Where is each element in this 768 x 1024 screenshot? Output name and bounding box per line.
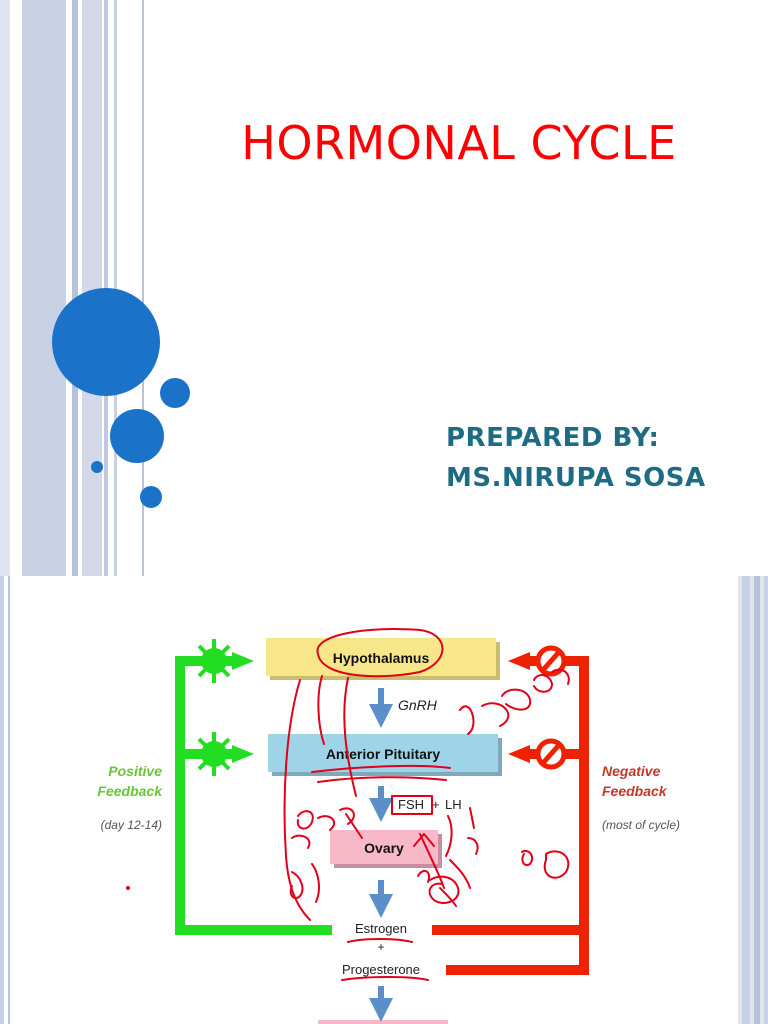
hypothalamus-node: Hypothalamus — [266, 638, 500, 680]
positive-feedback-loop — [175, 652, 332, 935]
svg-text:Positive: Positive — [108, 763, 162, 779]
author-name: MS.NIRUPA SOSA — [446, 463, 706, 493]
ovary-label: Ovary — [364, 840, 404, 856]
svg-text:Feedback: Feedback — [97, 783, 163, 799]
decorative-bubbles — [52, 288, 190, 508]
lh-label: LH — [445, 797, 462, 812]
sun-icon — [192, 732, 236, 776]
slide-title: HORMONAL CYCLE — [241, 116, 677, 170]
next-node-partial — [318, 1020, 448, 1024]
left-border-stripes — [0, 576, 10, 1024]
gnrh-label: GnRH — [398, 697, 438, 713]
positive-feedback-label: Positive Feedback (day 12-14) — [97, 763, 163, 832]
fsh-lh-plus: + — [432, 797, 440, 812]
hormonal-feedback-diagram: Hypothalamus Anterior Pituitary Ovary Gn… — [0, 576, 768, 1024]
svg-text:(day 12-14): (day 12-14) — [101, 818, 162, 832]
author-block: PREPARED BY: MS.NIRUPA SOSA — [446, 418, 706, 498]
prepared-by-label: PREPARED BY: — [446, 423, 660, 453]
title-slide: HORMONAL CYCLE PREPARED BY: MS.NIRUPA SO… — [0, 0, 706, 576]
estrogen-progesterone-plus: + — [377, 940, 384, 954]
diagram-slide: Hypothalamus Anterior Pituitary Ovary Gn… — [0, 576, 768, 1024]
progesterone-label: Progesterone — [342, 962, 420, 977]
estrogen-label: Estrogen — [355, 921, 407, 936]
no-sign-icon — [535, 645, 567, 677]
bubble-large — [52, 288, 160, 396]
bubble-small-1 — [160, 378, 190, 408]
hypothalamus-label: Hypothalamus — [333, 650, 430, 666]
svg-text:(most of cycle): (most of cycle) — [602, 818, 680, 832]
bubble-medium — [110, 409, 164, 463]
negative-feedback-label: Negative Feedback (most of cycle) — [602, 763, 680, 832]
fsh-label: FSH — [398, 797, 424, 812]
bubble-small-2 — [140, 486, 162, 508]
ovary-node: Ovary — [330, 830, 442, 868]
sun-icon — [192, 639, 236, 683]
bubble-tiny — [91, 461, 103, 473]
svg-text:Feedback: Feedback — [602, 783, 668, 799]
right-border-stripes — [738, 576, 768, 1024]
anterior-pituitary-node: Anterior Pituitary — [268, 734, 502, 776]
no-sign-icon — [535, 738, 567, 770]
handwritten-annotations — [126, 628, 570, 981]
svg-text:Negative: Negative — [602, 763, 661, 779]
anterior-pituitary-label: Anterior Pituitary — [326, 746, 441, 762]
